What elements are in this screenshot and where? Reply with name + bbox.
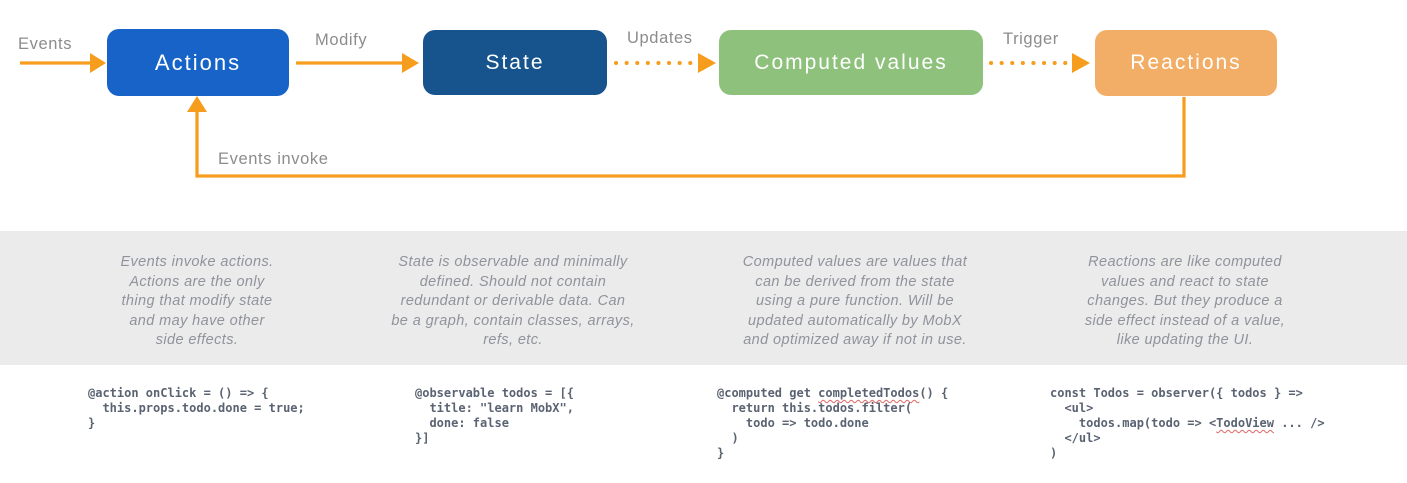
node-state: State	[423, 30, 607, 95]
code-line: )	[1050, 446, 1058, 460]
spellcheck-squiggle: TodoView	[1216, 416, 1274, 430]
code-sample-action: @action onClick = () => { this.props.tod…	[88, 386, 305, 431]
code-line: @action onClick = () => {	[88, 386, 269, 400]
code-sample-computed: @computed get completedTodos() { return …	[717, 386, 948, 461]
code-sample-observable: @observable todos = [{ title: "learn Mob…	[415, 386, 574, 446]
code-line: done: false	[415, 416, 509, 430]
code-line: }	[717, 446, 725, 460]
description-reactions: Reactions are like computed values and r…	[1084, 254, 1286, 348]
code-line: return this.todos.filter(	[717, 401, 913, 415]
arrow-computed-to-reactions	[989, 53, 1090, 73]
edge-label-updates: Updates	[627, 29, 693, 47]
node-reactions: Reactions	[1095, 30, 1277, 96]
code-text: todos.map(todo => <	[1050, 416, 1217, 430]
node-actions: Actions	[107, 29, 289, 96]
code-line: @observable todos = [{	[415, 386, 574, 400]
code-line: this.props.todo.done = true;	[88, 401, 305, 415]
code-line: const Todos = observer({ todos } =>	[1050, 386, 1303, 400]
edge-label-events: Events	[18, 35, 73, 53]
code-text: ... />	[1273, 416, 1325, 430]
node-computed-values: Computed values	[719, 30, 983, 95]
code-line: }	[88, 416, 96, 430]
arrow-events-to-actions	[20, 53, 106, 73]
code-samples-row: @action onClick = () => { this.props.tod…	[0, 365, 1407, 483]
edge-label-trigger: Trigger	[1003, 30, 1059, 48]
code-line: todo => todo.done	[717, 416, 869, 430]
edge-label-events-invoke: Events invoke	[218, 150, 329, 168]
arrow-reactions-feedback-to-actions	[187, 96, 1186, 178]
code-line: title: "learn MobX",	[415, 401, 574, 415]
code-line: @computed get completedTodos() {	[717, 386, 948, 401]
code-text: () {	[919, 386, 949, 400]
code-text: @computed get	[717, 386, 819, 400]
description-actions: Events invoke actions. Actions are the o…	[120, 254, 274, 348]
code-line: todos.map(todo => <TodoView ... />	[1050, 416, 1325, 431]
code-line: </ul>	[1050, 431, 1101, 445]
description-band: Events invoke actions. Actions are the o…	[0, 231, 1407, 365]
arrow-state-to-computed	[614, 53, 716, 73]
description-computed-values: Computed values are values that can be d…	[742, 254, 968, 348]
code-line: }]	[415, 431, 430, 445]
code-sample-observer: const Todos = observer({ todos } => <ul>…	[1050, 386, 1325, 461]
edge-label-modify: Modify	[315, 31, 368, 49]
flow-diagram: Actions State Computed values Reactions …	[0, 0, 1407, 231]
arrow-actions-to-state	[296, 53, 419, 73]
code-line: <ul>	[1050, 401, 1094, 415]
flow-arrows	[20, 53, 1186, 178]
description-state: State is observable and minimally define…	[391, 254, 635, 348]
spellcheck-squiggle: completedTodos	[818, 386, 920, 400]
code-line: )	[717, 431, 739, 445]
